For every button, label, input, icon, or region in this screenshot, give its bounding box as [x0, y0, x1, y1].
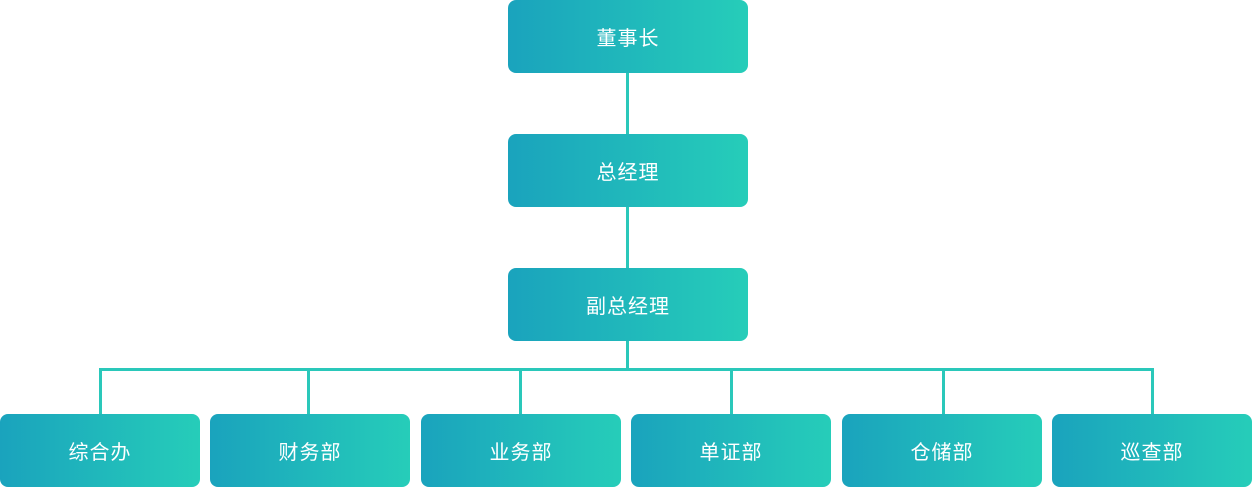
- connector-gm-deputy: [626, 206, 629, 269]
- dept-label: 仓储部: [910, 440, 974, 464]
- node-general-manager-label: 总经理: [596, 160, 660, 184]
- node-dept-warehousing: 仓储部: [842, 414, 1042, 487]
- node-general-manager: 总经理: [508, 134, 748, 207]
- connector-drop-dept-6: [1151, 368, 1154, 415]
- connector-drop-dept-1: [99, 368, 102, 415]
- connector-drop-dept-3: [519, 368, 522, 415]
- node-deputy-general-manager: 副总经理: [508, 268, 748, 341]
- node-dept-business: 业务部: [421, 414, 621, 487]
- dept-label: 业务部: [489, 440, 553, 464]
- dept-label: 综合办: [68, 440, 132, 464]
- node-chairman-label: 董事长: [596, 26, 660, 50]
- connector-bus: [99, 368, 1154, 371]
- node-dept-inspection: 巡查部: [1052, 414, 1252, 487]
- dept-label: 财务部: [278, 440, 342, 464]
- connector-drop-dept-5: [942, 368, 945, 415]
- connector-deputy-bus: [626, 340, 629, 371]
- node-dept-finance: 财务部: [210, 414, 410, 487]
- dept-label: 巡查部: [1120, 440, 1184, 464]
- node-dept-documents: 单证部: [631, 414, 831, 487]
- connector-drop-dept-2: [307, 368, 310, 415]
- dept-label: 单证部: [699, 440, 763, 464]
- connector-chairman-gm: [626, 72, 629, 135]
- connector-drop-dept-4: [730, 368, 733, 415]
- node-deputy-general-manager-label: 副总经理: [586, 294, 670, 318]
- node-chairman: 董事长: [508, 0, 748, 73]
- node-dept-general-office: 综合办: [0, 414, 200, 487]
